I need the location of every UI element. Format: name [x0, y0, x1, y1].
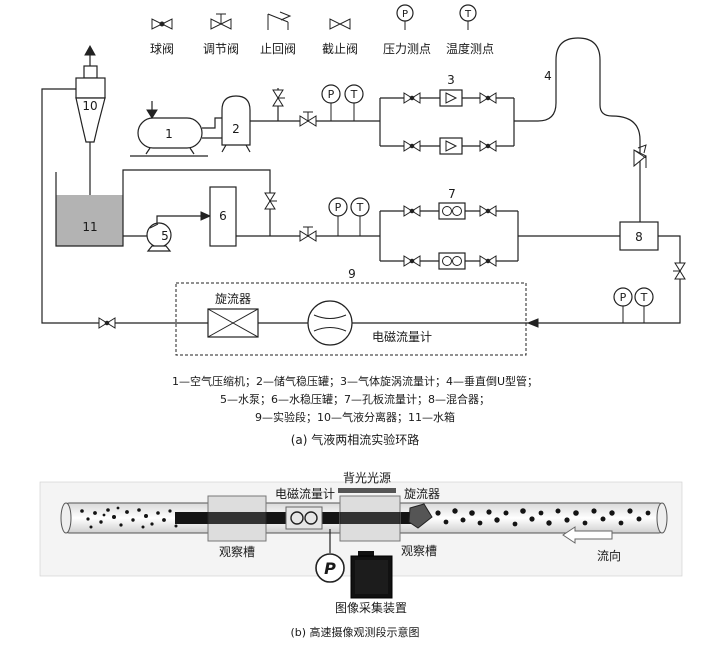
legend-regulating-valve: 调节阀: [203, 42, 239, 56]
backlight-source: [338, 488, 396, 493]
label-observation-left: 观察槽: [219, 545, 255, 559]
label-3: 3: [447, 73, 455, 87]
label-4: 4: [544, 69, 552, 83]
water-bypass-regulating-valve: [264, 192, 277, 210]
pressure-gauge-icon: [315, 553, 345, 583]
caption-b-title: (b) 高速摄像观测段示意图: [290, 625, 419, 639]
gas-p-symbol: P: [328, 88, 335, 101]
label-9: 9: [348, 267, 356, 281]
gas-vortex-flowmeter-top: [403, 89, 497, 107]
gas-temperature-point: T: [344, 84, 364, 121]
exhaust-arrow-icon: [84, 44, 96, 56]
label-7: 7: [448, 187, 456, 201]
return-stop-valve: [98, 317, 116, 329]
gas-vent-regulating-valve: [272, 89, 285, 107]
gauge-p-symbol: P: [324, 559, 336, 578]
water-pump: 5: [123, 222, 172, 252]
test-pressure-point: P: [613, 287, 633, 323]
legend: 球阀 调节阀 止回阀 截止阀 P 压力测点 T: [150, 4, 494, 56]
flow-arrow-icon: [526, 318, 539, 328]
regulating-valve-legend-icon: [210, 13, 232, 30]
observation-panel: P 背光光源 电磁流量计 旋流器 观察槽 观察槽 流向 图像采集装置: [39, 471, 683, 615]
stop-valve-legend-icon: [329, 18, 351, 30]
label-observation-right: 观察槽: [401, 544, 437, 558]
water-pressure-point: P: [328, 197, 348, 236]
gas-liquid-separator: 10: [75, 44, 106, 143]
gas-regulating-valve: [299, 111, 317, 127]
water-buffer-tank: 6: [209, 186, 237, 247]
legend-ball-valve: 球阀: [150, 42, 174, 56]
pump-outlet-arrow-icon: [200, 211, 212, 221]
label-photo-swirl: 旋流器: [404, 487, 440, 501]
label-2: 2: [232, 122, 240, 136]
air-inlet-arrow-icon: [146, 109, 158, 119]
caption-line-3: 9—实验段；10—气液分离器；11—水箱: [255, 410, 455, 424]
legend-stop-valve: 截止阀: [322, 42, 358, 56]
bubbles-left: [80, 506, 178, 529]
legend-p-symbol: P: [402, 9, 408, 20]
label-swirl-generator: 旋流器: [215, 292, 251, 306]
mixer: 8: [619, 221, 659, 251]
flow-direction-arrow-icon: [562, 526, 613, 544]
water-regulating-valve: [299, 226, 317, 242]
caption-a: 1—空气压缩机；2—储气稳压罐；3—气体旋涡流量计；4—垂直倒U型管； 5—水泵…: [172, 374, 538, 447]
gas-pressure-point: P: [321, 84, 341, 121]
u-pipe-check-valve: [633, 144, 647, 168]
water-tank: 11: [55, 172, 124, 247]
label-6: 6: [219, 209, 227, 223]
em-flowmeter: [307, 300, 353, 346]
caption-line-1: 1—空气压缩机；2—储气稳压罐；3—气体旋涡流量计；4—垂直倒U型管；: [172, 374, 538, 388]
ball-valve-legend-icon: [151, 18, 173, 30]
gas-t-symbol: T: [350, 88, 358, 101]
label-backlight: 背光光源: [343, 471, 391, 485]
gas-vortex-flowmeter-bottom: [403, 137, 497, 155]
label-photo-em-meter: 电磁流量计: [275, 486, 335, 501]
caption-line-2: 5—水泵；6—水稳压罐；7—孔板流量计；8—混合器；: [220, 392, 490, 406]
bubbles-right: [435, 508, 651, 527]
water-temperature-point: T: [350, 197, 370, 236]
legend-pressure-point: 压力测点: [383, 42, 431, 56]
inverted-u-pipe: 4: [514, 37, 641, 222]
water-p-symbol: P: [335, 201, 342, 214]
legend-temperature-point: 温度测点: [446, 41, 494, 56]
check-valve-legend-icon: [267, 11, 292, 30]
orifice-flowmeter-top: [403, 202, 497, 220]
gas-buffer-tank: 2: [221, 95, 251, 153]
caption-a-title: (a) 气液两相流实验环路: [291, 432, 420, 447]
label-em-flowmeter: 电磁流量计: [372, 329, 432, 344]
air-compressor: 1: [130, 101, 208, 157]
camera-icon: [350, 551, 393, 599]
label-10: 10: [82, 99, 97, 113]
label-flow-direction: 流向: [597, 548, 621, 563]
pressure-point-legend-icon: P: [396, 4, 414, 30]
test-p-symbol: P: [620, 291, 627, 304]
label-11: 11: [82, 220, 97, 234]
mixer-outlet-regulating-valve: [673, 262, 686, 280]
label-8: 8: [635, 230, 643, 244]
label-camera: 图像采集装置: [335, 600, 407, 615]
swirl-device: [408, 503, 433, 529]
orifice-flowmeter-bottom: [403, 252, 497, 270]
label-1: 1: [165, 127, 173, 141]
legend-t-symbol: T: [464, 9, 472, 20]
label-5: 5: [161, 229, 169, 243]
loop-diagram: 10 11 1 2: [41, 37, 686, 356]
test-temperature-point: T: [634, 287, 654, 323]
water-t-symbol: T: [356, 201, 364, 214]
test-t-symbol: T: [640, 291, 648, 304]
test-section: 9 旋流器 电磁流量计: [175, 267, 528, 356]
temperature-point-legend-icon: T: [459, 4, 477, 30]
legend-check-valve: 止回阀: [260, 42, 296, 56]
